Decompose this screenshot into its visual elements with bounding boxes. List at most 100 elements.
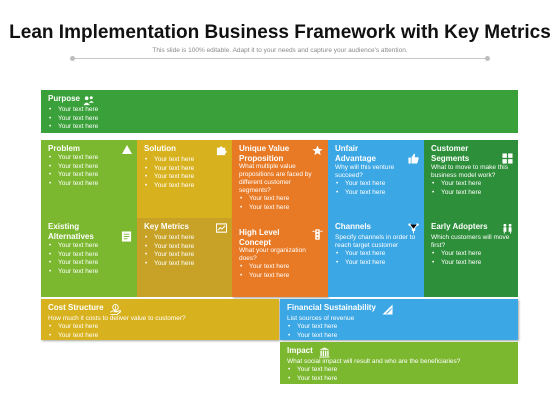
block-title: Unfair Advantage: [335, 144, 376, 163]
divider-dot-right: [485, 56, 490, 61]
list-item: Your text here: [239, 195, 323, 204]
bullet-list: Your text here Your text here: [335, 180, 419, 197]
list-item: Your text here: [431, 189, 513, 198]
block-description: Why will this venture succeed?: [335, 164, 395, 179]
list-item: Your text here: [48, 154, 132, 163]
list-item: Your text here: [48, 123, 513, 132]
block-title: Unique Value Proposition: [239, 144, 290, 163]
block-title: High Level Concept: [239, 228, 280, 247]
grid-icon: [502, 153, 513, 164]
list-item: Your text here: [48, 251, 132, 260]
chart-icon: [216, 223, 227, 234]
bullet-list: Your text here Your text here Your text …: [48, 242, 132, 276]
high-level-concept-block: High Level Concept What your organizatio…: [232, 224, 328, 297]
bullet-list: Your text here Your text here: [431, 250, 513, 267]
block-title: Impact: [287, 346, 313, 355]
thumbs-up-icon: [408, 153, 419, 164]
block-title: Problem: [48, 144, 81, 153]
list-item: Your text here: [48, 323, 274, 332]
list-item: Your text here: [48, 268, 132, 277]
warning-icon: [122, 145, 132, 154]
network-icon: [408, 223, 419, 234]
block-title: Solution: [144, 144, 176, 153]
list-item: Your text here: [431, 250, 513, 259]
block-description: List sources of revenue: [287, 315, 355, 322]
star-icon: [312, 145, 323, 156]
list-item: Your text here: [48, 163, 132, 172]
building-icon: [319, 347, 330, 358]
pencil-ruler-icon: [382, 304, 393, 315]
list-item: Your text here: [287, 332, 513, 341]
document-icon: [121, 231, 132, 242]
list-item: Your text here: [335, 250, 419, 259]
list-item: Your text here: [431, 259, 513, 268]
list-item: Your text here: [48, 106, 513, 115]
customer-segments-block: Customer Segments What to move to make t…: [424, 140, 518, 218]
block-title: Existing Alternatives: [48, 222, 94, 241]
bullet-list: Your text here Your text here: [239, 195, 323, 212]
bullet-list: Your text here Your text here: [287, 366, 513, 383]
hand-money-icon: [109, 304, 121, 315]
bullet-list: Your text here Your text here: [287, 323, 513, 340]
bullet-list: Your text here Your text here: [239, 263, 323, 280]
block-title: Customer Segments: [431, 144, 470, 163]
bullet-list: Your text here Your text here: [48, 323, 274, 340]
list-item: Your text here: [335, 259, 419, 268]
list-item: Your text here: [144, 260, 227, 269]
block-description: Specify channels in order to reach targe…: [335, 234, 416, 249]
divider-line: [72, 58, 488, 59]
block-description: What to move to make this business model…: [431, 164, 508, 179]
page-title: Lean Implementation Business Framework w…: [9, 22, 551, 43]
block-title: Key Metrics: [144, 222, 189, 231]
impact-block: Impact What social impact will result an…: [280, 342, 518, 384]
list-item: Your text here: [144, 251, 227, 260]
block-description: Which customers will move first?: [431, 234, 510, 249]
puzzle-icon: [216, 145, 227, 156]
list-item: Your text here: [48, 259, 132, 268]
existing-alternatives-block: Existing Alternatives Your text here You…: [41, 218, 137, 297]
list-item: Your text here: [287, 366, 513, 375]
list-item: Your text here: [144, 156, 227, 165]
list-item: Your text here: [144, 165, 227, 174]
block-title: Cost Structure: [48, 303, 104, 312]
list-item: Your text here: [48, 171, 132, 180]
list-item: Your text here: [144, 234, 227, 243]
list-item: Your text here: [48, 180, 132, 189]
purpose-block: Purpose Your text here Your text here Yo…: [41, 90, 518, 133]
list-item: Your text here: [287, 323, 513, 332]
unfair-advantage-block: Unfair Advantage Why will this venture s…: [328, 140, 424, 218]
bullet-list: Your text here Your text here: [335, 250, 419, 267]
bullet-list: Your text here Your text here Your text …: [144, 156, 227, 190]
list-item: Your text here: [239, 272, 323, 281]
list-item: Your text here: [287, 375, 513, 384]
block-description: What your organization does?: [239, 247, 306, 262]
financial-sustainability-block: Financial Sustainability List sources of…: [280, 299, 518, 340]
list-item: Your text here: [431, 180, 513, 189]
block-title: Channels: [335, 222, 372, 231]
list-item: Your text here: [48, 332, 274, 341]
block-title: Financial Sustainability: [287, 303, 376, 312]
bullet-list: Your text here Your text here: [431, 180, 513, 197]
traffic-light-icon: [312, 229, 323, 240]
key-metrics-block: Key Metrics Your text here Your text her…: [137, 218, 232, 297]
block-title: Purpose: [48, 94, 81, 103]
early-adopters-block: Early Adopters Which customers will move…: [424, 218, 518, 297]
problem-block: Problem Your text here Your text here Yo…: [41, 140, 137, 218]
list-item: Your text here: [144, 182, 227, 191]
list-item: Your text here: [48, 115, 513, 124]
list-item: Your text here: [144, 243, 227, 252]
block-description: How much it costs to deliver value to cu…: [48, 315, 186, 322]
cost-structure-block: Cost Structure How much it costs to deli…: [41, 299, 279, 340]
block-description: What social impact will result and who a…: [287, 358, 461, 365]
users-icon: [83, 95, 94, 106]
list-item: Your text here: [335, 189, 419, 198]
bullet-list: Your text here Your text here Your text …: [144, 234, 227, 268]
list-item: Your text here: [335, 180, 419, 189]
bullet-list: Your text here Your text here Your text …: [48, 154, 132, 188]
list-item: Your text here: [239, 204, 323, 213]
page-subtitle: This slide is 100% editable. Adapt it to…: [152, 47, 408, 54]
list-item: Your text here: [239, 263, 323, 272]
bullet-list: Your text here Your text here Your text …: [48, 106, 513, 132]
solution-block: Solution Your text here Your text here Y…: [137, 140, 232, 218]
channels-block: Channels Specify channels in order to re…: [328, 218, 424, 297]
